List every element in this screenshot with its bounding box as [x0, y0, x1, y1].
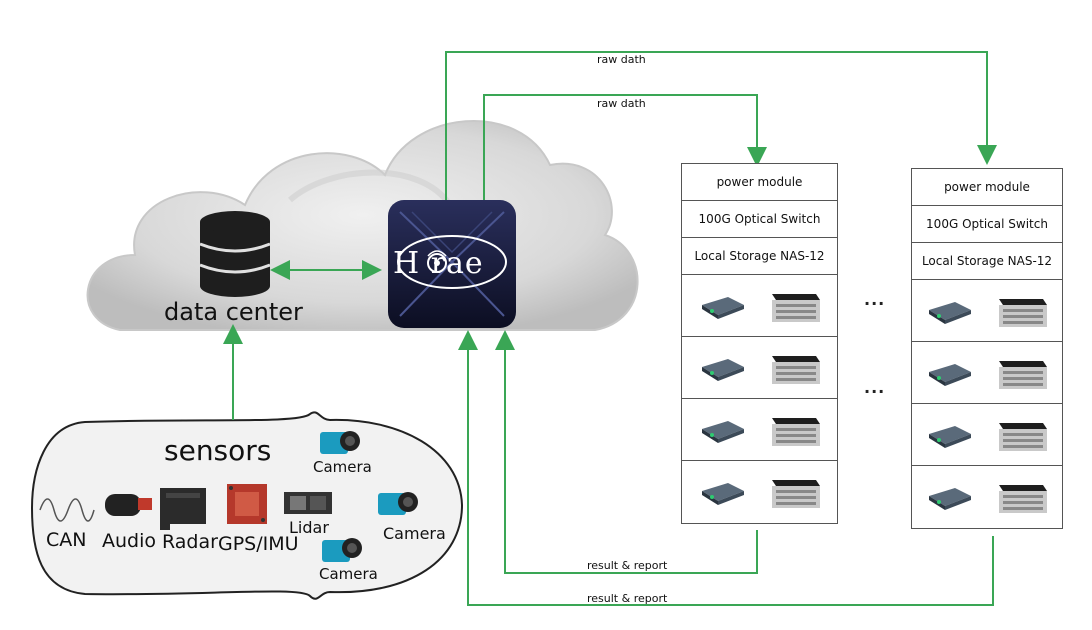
edge-computer-icon [929, 488, 971, 510]
edge-computer-icon [701, 483, 744, 505]
device-row [912, 466, 1062, 528]
server-rack-1: power module 100G Optical Switch Local S… [681, 163, 838, 524]
local-storage-row: Local Storage NAS-12 [912, 243, 1062, 280]
camera-top-label: Camera [313, 458, 372, 476]
camera-bottom-label: Camera [319, 565, 378, 583]
optical-switch-row: 100G Optical Switch [912, 206, 1062, 243]
gps-imu-icon [227, 484, 267, 524]
server-box-icon [771, 355, 820, 384]
server-box-icon [999, 298, 1047, 327]
edge-computer-icon [929, 425, 971, 448]
flow-arrows [223, 51, 997, 606]
device-row [912, 342, 1062, 404]
horae-logo[interactable] [388, 200, 516, 328]
radar-label: Radar [162, 531, 218, 553]
device-row [912, 404, 1062, 466]
device-row [682, 461, 837, 523]
server-box-icon [999, 360, 1047, 389]
result-arrow-1 [495, 330, 758, 574]
radar-icon [160, 488, 206, 530]
local-storage-row: Local Storage NAS-12 [682, 238, 837, 275]
server-box-icon [771, 480, 820, 508]
audio-icon [105, 494, 152, 516]
device-row [912, 280, 1062, 342]
raw-data-arrow-1 [445, 51, 997, 200]
edge-computer-icon [929, 363, 971, 386]
edge-computer-icon [929, 301, 971, 324]
edge-computer-icon [701, 296, 744, 319]
power-module-row: power module [682, 164, 837, 201]
camera-right-label: Camera [383, 524, 446, 543]
can-wave-icon [39, 498, 95, 522]
camera-icon-bottom [322, 538, 362, 562]
edge-computer-icon [701, 420, 744, 443]
device-row [682, 399, 837, 461]
sensors-title: sensors [164, 434, 272, 467]
edge-computer-icon [701, 358, 744, 381]
server-box-icon [771, 417, 820, 446]
server-box-icon [999, 485, 1047, 513]
server-box-icon [999, 422, 1047, 451]
camera-icon-top [320, 431, 360, 454]
gps-imu-label: GPS/IMU [218, 533, 299, 555]
server-box-icon [771, 293, 820, 322]
horae-logo-text: H rae [393, 246, 484, 281]
raw-data-label-2: raw dath [597, 97, 646, 110]
power-module-row: power module [912, 169, 1062, 206]
data-center-label: data center [164, 298, 303, 326]
device-row [682, 337, 837, 399]
result-label-1: result & report [587, 559, 668, 572]
ellipsis-top: ... [864, 290, 886, 309]
server-rack-2: power module 100G Optical Switch Local S… [911, 168, 1063, 529]
device-row [682, 275, 837, 337]
optical-switch-row: 100G Optical Switch [682, 201, 837, 238]
result-label-2: result & report [587, 592, 668, 605]
lidar-label: Lidar [289, 518, 329, 537]
database-icon [199, 211, 271, 297]
audio-label: Audio [102, 530, 157, 552]
result-arrow-2 [458, 330, 994, 606]
camera-icon-right [378, 492, 418, 515]
raw-data-arrow-2 [483, 94, 767, 200]
can-label: CAN [46, 529, 87, 551]
ellipsis-bottom: ... [864, 378, 886, 397]
raw-data-label-1: raw dath [597, 53, 646, 66]
lidar-icon [284, 492, 332, 514]
